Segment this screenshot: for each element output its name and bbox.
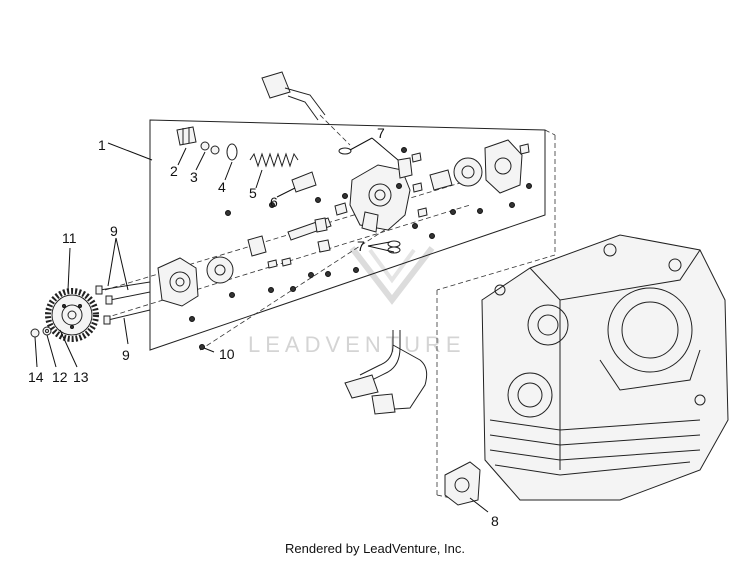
reference-dots <box>189 147 532 350</box>
part-6-piston <box>291 171 317 193</box>
part-8-cover <box>444 461 481 506</box>
callout-3: 3 <box>190 169 198 185</box>
callout-6: 6 <box>270 194 278 210</box>
callout-14: 14 <box>28 369 44 385</box>
shaft-parts <box>247 202 348 257</box>
callout-2: 2 <box>170 163 178 179</box>
small-pins <box>267 152 428 269</box>
callout-7-upper: 7 <box>377 125 385 141</box>
part-4-ring <box>226 143 238 161</box>
callout-10: 10 <box>219 346 235 362</box>
watermark: LEADVENTURE <box>248 246 466 357</box>
rotor-set-right <box>429 139 530 194</box>
callout-4: 4 <box>218 179 226 195</box>
pump-body-left <box>157 256 234 307</box>
part-11-gear <box>45 288 99 342</box>
oil-pickup-pipe <box>344 330 428 415</box>
callout-12: 12 <box>52 369 68 385</box>
callout-9-upper: 9 <box>110 223 118 239</box>
watermark-text: LEADVENTURE <box>248 332 466 357</box>
part-3-washers <box>200 141 220 155</box>
oil-pipe-upper <box>261 71 351 146</box>
callout-13: 13 <box>73 369 89 385</box>
callout-1: 1 <box>98 137 106 153</box>
callout-8: 8 <box>491 513 499 529</box>
part-9-bolts <box>95 281 151 325</box>
footer-credit: Rendered by LeadVenture, Inc. <box>285 541 465 556</box>
callout-11: 11 <box>62 230 77 246</box>
assembly-outline <box>149 119 546 351</box>
parts-12-14-washers <box>30 326 52 338</box>
callout-9-lower: 9 <box>122 347 130 363</box>
seal-rings <box>338 147 401 254</box>
part-2-plug <box>176 126 197 146</box>
callouts: 1 2 3 4 5 6 7 7 8 9 9 10 11 12 13 14 <box>28 125 499 529</box>
pump-housing <box>349 157 413 233</box>
leader-lines <box>34 137 489 513</box>
engine-crankcase <box>481 234 729 501</box>
part-5-spring <box>249 152 299 168</box>
callout-7-lower: 7 <box>357 238 365 254</box>
callout-5: 5 <box>249 185 257 201</box>
